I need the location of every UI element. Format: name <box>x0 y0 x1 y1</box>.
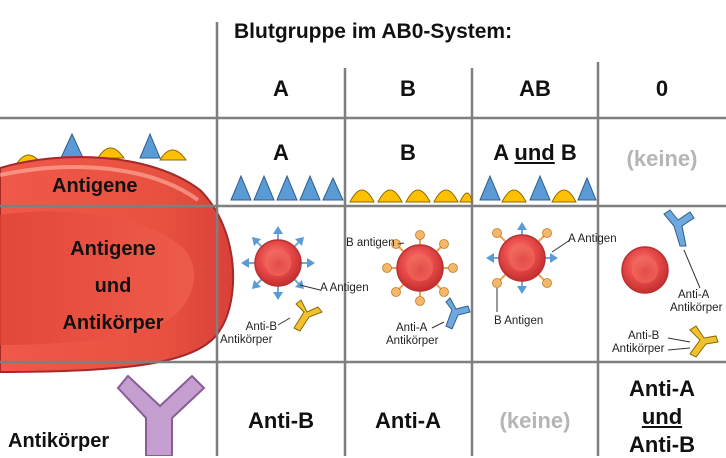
row-label-antigene-und-antikoerper-2: und <box>94 275 132 297</box>
annotation-anti-b-2: Antikörper <box>220 334 273 346</box>
anti-a-antibody-icon <box>663 209 695 247</box>
antibody-value-0-line1: Anti-A <box>629 376 695 401</box>
antigen-value-ab-b: B <box>560 140 577 165</box>
anti-a-antibody-icon <box>445 297 471 330</box>
annotation-b-antigen: B antigen <box>346 237 395 249</box>
antigen-strip-a <box>230 174 344 201</box>
large-antibody-icon <box>116 374 206 456</box>
anti-b-antibody-icon <box>293 299 323 332</box>
row-label-antigene: Antigene <box>52 175 138 197</box>
annotation-anti-b-1: Anti-B <box>245 321 277 333</box>
annotation-0-anti-a-1: Anti-A <box>678 289 710 301</box>
antigen-strip-ab <box>479 174 597 203</box>
large-red-blood-cell-icon <box>0 132 235 374</box>
annotation-anti-a-2: Antikörper <box>386 335 439 347</box>
antibody-value-0-line2: und <box>641 404 683 429</box>
blood-cell-0-icon <box>621 209 719 358</box>
antigen-value-0: (keine) <box>626 146 698 171</box>
antigen-strip-b <box>349 189 473 203</box>
annotation-ab-b-antigen: B Antigen <box>494 315 544 327</box>
antigen-value-ab-und: und <box>514 140 555 165</box>
antigen-value-ab-a: A <box>493 140 509 165</box>
annotation-anti-a-1: Anti-A <box>396 322 428 334</box>
annotation-0-anti-a-2: Antikörper <box>670 302 723 314</box>
anti-b-antibody-icon <box>689 325 719 358</box>
diagram-title: Blutgruppe im AB0-System: <box>234 20 513 43</box>
blood-cell-a-icon <box>241 226 323 332</box>
row-label-antigene-und-antikoerper-1: Antigene <box>70 238 156 260</box>
row-label-antigene-und-antikoerper-3: Antikörper <box>62 312 164 334</box>
blood-cell-ab-icon <box>486 222 571 312</box>
annotation-ab-a-antigen: A Antigen <box>568 233 617 245</box>
antibody-value-0-line3: Anti-B <box>629 432 695 457</box>
annotation-0-anti-b-1: Anti-B <box>628 330 660 342</box>
antibody-value-a: Anti-B <box>248 408 314 433</box>
antigen-value-a: A <box>273 140 289 165</box>
annotation-a-antigen: A Antigen <box>320 282 369 294</box>
column-header-b: B <box>400 76 416 101</box>
table-grid <box>0 22 726 456</box>
column-header-0: 0 <box>655 76 669 101</box>
annotation-0-anti-b-2: Antikörper <box>612 343 665 355</box>
antibody-value-ab: (keine) <box>499 408 571 433</box>
antigen-value-b: B <box>400 140 416 165</box>
column-header-a: A <box>273 76 289 101</box>
row-label-antikoerper: Antikörper <box>8 430 110 452</box>
antibody-value-b: Anti-A <box>375 408 441 433</box>
antigen-value-ab: A und B <box>475 140 595 166</box>
column-header-ab: AB <box>519 76 551 101</box>
blood-cell-b-icon <box>382 230 471 330</box>
